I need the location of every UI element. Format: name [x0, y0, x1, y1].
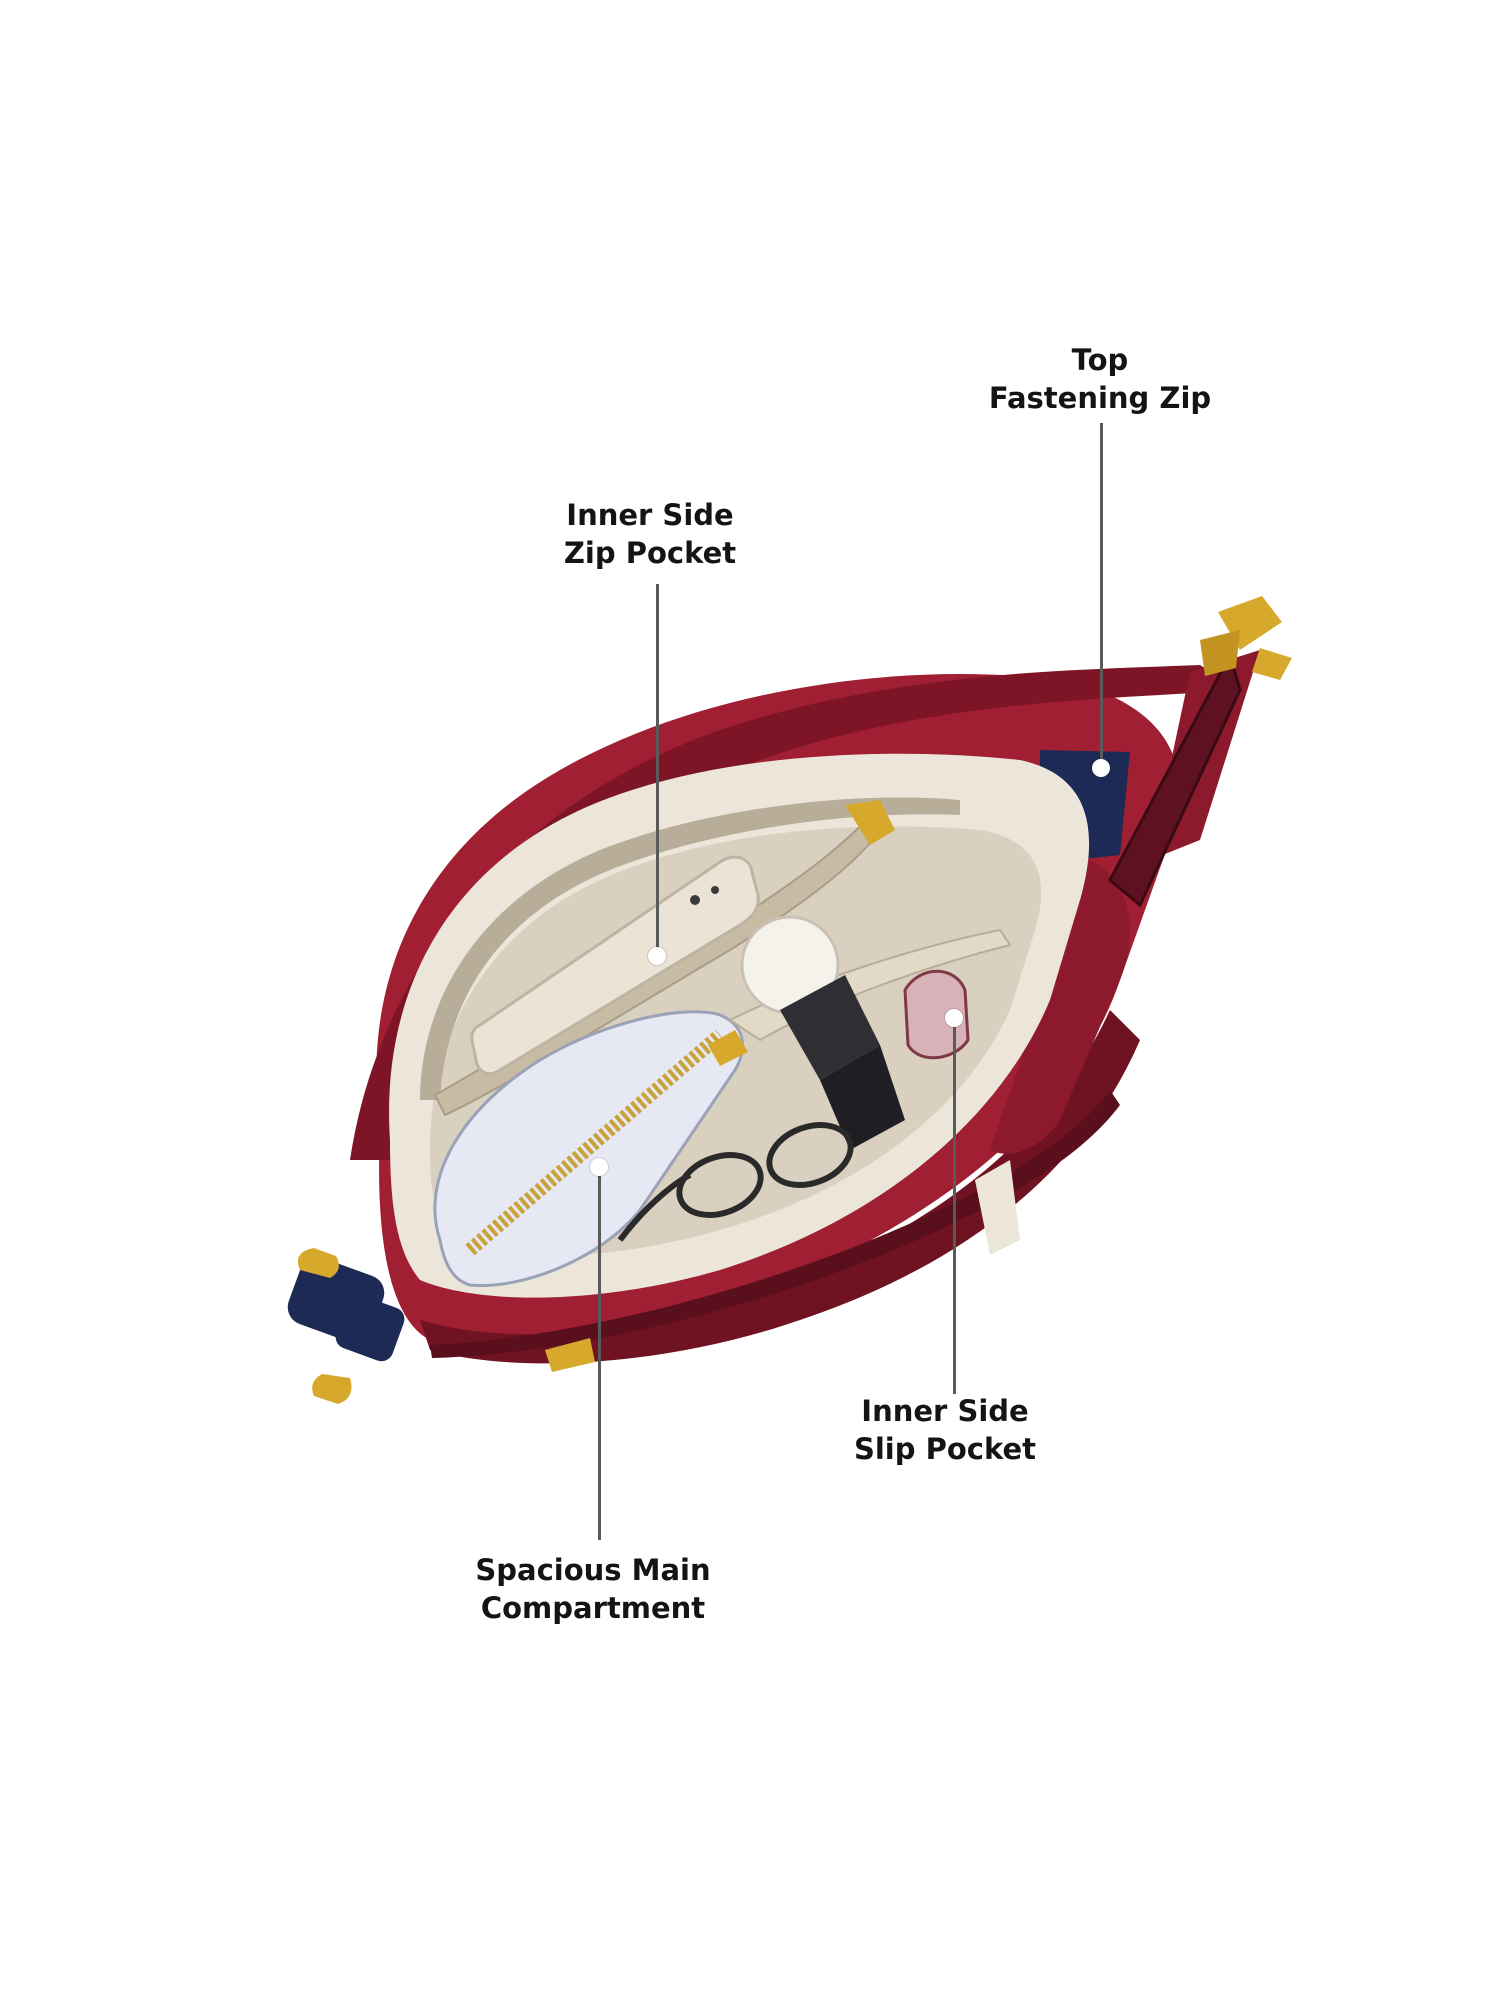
callout-inner-side-zip-pocket: Inner Side Zip Pocket — [564, 496, 736, 572]
front-zip — [430, 1090, 1120, 1372]
marker-dot-main-compartment — [590, 1158, 608, 1176]
strap-buckle — [297, 1248, 352, 1404]
leader-line-slip-pocket — [953, 1018, 956, 1394]
top-zip-puller — [1200, 596, 1292, 680]
marker-dot-top-zip — [1092, 759, 1110, 777]
leader-line-top-zip — [1100, 423, 1103, 766]
callout-top-fastening-zip: Top Fastening Zip — [989, 341, 1211, 417]
callout-line: Compartment — [480, 1591, 706, 1625]
leader-line-zip-pocket — [656, 584, 659, 956]
callout-line: Inner Side — [861, 1394, 1029, 1428]
top-zip — [350, 650, 1260, 1160]
callout-line: Fastening Zip — [988, 381, 1212, 415]
callout-line: Top — [1071, 343, 1129, 377]
marker-dot-slip-pocket — [945, 1009, 963, 1027]
side-stripe — [975, 1160, 1020, 1255]
marker-dot-zip-pocket — [648, 947, 666, 965]
callout-line: Spacious Main — [475, 1553, 711, 1587]
leader-line-main-compartment — [598, 1167, 601, 1540]
strap — [287, 1257, 405, 1362]
callout-line: Slip Pocket — [853, 1432, 1037, 1466]
callout-spacious-main-compartment: Spacious Main Compartment — [475, 1551, 710, 1627]
callout-inner-side-slip-pocket: Inner Side Slip Pocket — [854, 1392, 1036, 1468]
compact-and-box — [740, 915, 905, 1150]
callout-line: Inner Side — [566, 498, 734, 532]
callout-line: Zip Pocket — [563, 536, 737, 570]
phone — [470, 855, 760, 1076]
slip-pocket-item — [903, 969, 970, 1060]
glasses — [617, 1122, 854, 1242]
